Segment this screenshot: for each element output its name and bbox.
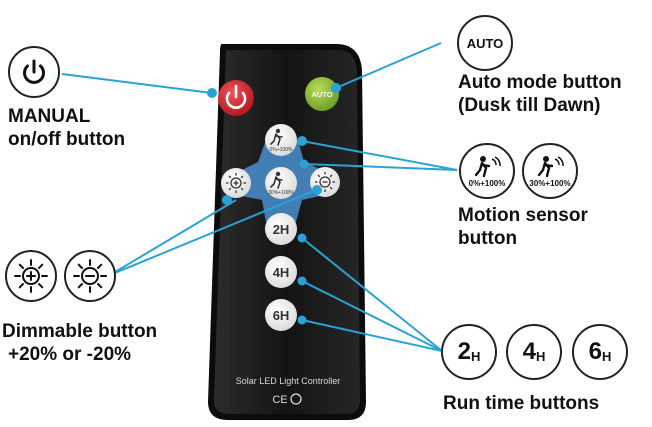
remote-motion-center-label: 30%+100% — [268, 190, 294, 196]
run-6h-unit: H — [601, 348, 612, 364]
motion-label-line1: Motion sensor — [458, 205, 588, 226]
remote-motion-button-center[interactable]: 30%+100% — [265, 167, 297, 199]
brightness-up-icon — [14, 259, 48, 293]
motion-callout-0-100-label: 0%+100% — [468, 178, 506, 188]
remote-brightness-up-button[interactable] — [221, 168, 251, 198]
run-6h-number: 6 — [588, 338, 602, 365]
remote-run-2h-button[interactable]: 2H — [265, 213, 297, 245]
motion-sensor-icon — [537, 155, 564, 177]
remote-auto-label: AUTO — [311, 90, 332, 99]
run-2h-unit: H — [470, 348, 481, 364]
runtime-label: Run time buttons — [443, 392, 599, 415]
leader-dots — [207, 83, 341, 325]
svg-text:CE: CE — [272, 394, 287, 406]
manual-label: MANUAL on/off button — [8, 105, 125, 151]
dimmable-label: Dimmable button +20% or -20% — [2, 320, 157, 366]
remote-run-4h-label: 4H — [273, 265, 290, 280]
motion-label-line2: button — [458, 228, 518, 249]
dim-down-callout — [64, 250, 116, 302]
remote-run-6h-button[interactable]: 6H — [265, 299, 297, 331]
ce-mark: CE — [272, 393, 302, 406]
remote-run-4h-button[interactable]: 4H — [265, 256, 297, 288]
remote-run-6h-label: 6H — [273, 308, 290, 323]
motion-callout-0-100: 0%+100% — [459, 143, 515, 199]
run-4h-unit: H — [535, 348, 546, 364]
run-2h-number: 2 — [457, 338, 471, 365]
recycle-icon — [290, 393, 302, 405]
dimmable-label-line2: +20% or -20% — [8, 344, 132, 365]
dimmable-label-line1: Dimmable button — [2, 321, 158, 342]
brightness-down-icon — [73, 259, 107, 293]
manual-label-line2: on/off button — [8, 129, 126, 150]
remote-motion-top-label: 0%+100% — [270, 147, 293, 153]
auto-label-line1: Auto mode button — [458, 72, 622, 93]
power-icon — [23, 59, 45, 84]
power-callout — [8, 46, 60, 98]
remote-run-2h-label: 2H — [273, 222, 290, 237]
auto-callout: AUTO — [457, 15, 513, 71]
auto-callout-label: AUTO — [466, 35, 504, 51]
auto-label: Auto mode button (Dusk till Dawn) — [458, 71, 622, 117]
dim-up-callout — [5, 250, 57, 302]
remote-motion-button-top[interactable]: 0%+100% — [265, 124, 297, 156]
remote-power-button[interactable] — [218, 80, 254, 116]
runtime-label-text: Run time buttons — [443, 393, 600, 414]
motion-label: Motion sensor button — [458, 204, 588, 250]
auto-label-line2: (Dusk till Dawn) — [458, 95, 601, 116]
motion-callout-30-100-label: 30%+100% — [529, 178, 571, 188]
run-4h-number: 4 — [522, 338, 536, 365]
remote-footer-text: Solar LED Light Controller — [236, 376, 341, 386]
remote-auto-button[interactable]: AUTO — [305, 77, 339, 111]
leader-lines — [61, 42, 458, 352]
motion-callout-30-100: 30%+100% — [522, 143, 578, 199]
manual-label-line1: MANUAL — [8, 106, 91, 127]
motion-sensor-icon — [474, 155, 501, 177]
